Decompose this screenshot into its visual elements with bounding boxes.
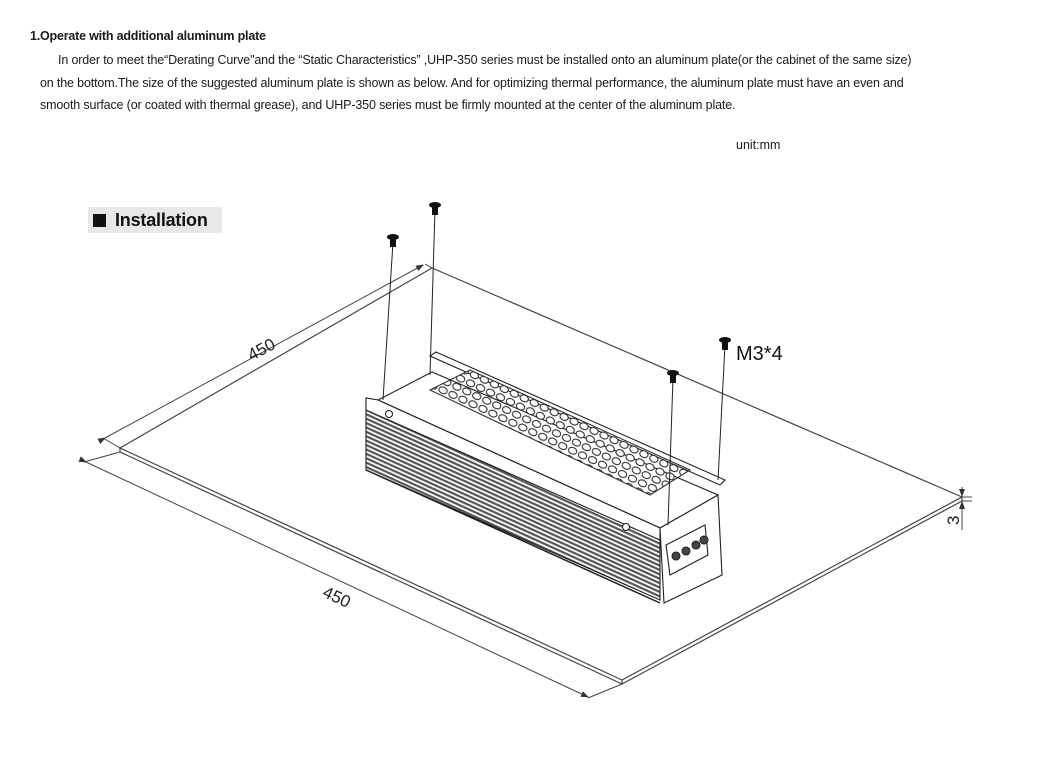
screw-icon [387, 234, 399, 247]
screw-icon [719, 337, 731, 350]
dimension-thickness [959, 487, 972, 530]
dimension-depth-label: 450 [320, 583, 354, 612]
screw-callout: M3*4 [736, 343, 783, 365]
instruction-paragraph: In order to meet the“Derating Curve"and … [40, 49, 1040, 117]
section-heading: 1.Operate with additional aluminum plate [30, 29, 266, 43]
dimension-thickness-label: 3 [944, 516, 963, 525]
paragraph-line-3: smooth surface (or coated with thermal g… [40, 98, 736, 112]
installation-label: Installation [115, 209, 208, 230]
black-square-icon [93, 213, 106, 227]
power-supply-unit [365, 351, 726, 604]
paragraph-line-1: In order to meet the“Derating Curve"and … [58, 53, 912, 67]
dimension-depth [78, 451, 623, 699]
dimension-width [97, 263, 433, 449]
paragraph-line-2: on the bottom.The size of the suggested … [40, 75, 904, 90]
mounting-screws [382, 209, 726, 526]
unit-label: unit:mm [736, 138, 781, 152]
screw-icon [429, 202, 441, 215]
screw-icon [667, 370, 679, 383]
screw-icons [387, 202, 731, 383]
installation-badge: Installation [88, 207, 222, 233]
